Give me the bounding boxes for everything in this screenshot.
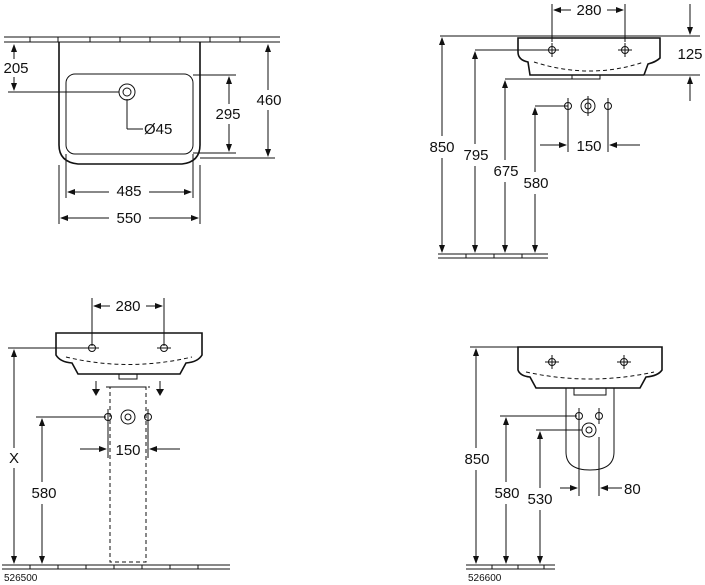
dim-280-front: 280 — [115, 298, 140, 315]
dim-150-front: 150 — [115, 442, 140, 459]
plan-view: 205 460 295 Ø45 485 550 — [0, 36, 286, 227]
dim-795: 795 — [463, 147, 488, 164]
dim-550: 550 — [116, 210, 141, 227]
floor-bottom-right — [466, 564, 555, 570]
dim-295: 295 — [215, 106, 240, 123]
dim-460: 460 — [256, 92, 281, 109]
waste-outlet-icon — [120, 409, 136, 425]
dim-580-semi: 580 — [494, 485, 519, 502]
supply-valve-icon — [564, 98, 572, 114]
dim-580-side: 580 — [523, 175, 548, 192]
arrow-down-icon — [156, 381, 164, 396]
basin-front-outline — [517, 346, 663, 389]
waste-outlet-icon — [581, 422, 597, 438]
basin-side-outline — [517, 37, 661, 76]
dim-80: 80 — [624, 481, 641, 498]
dim-580-front: 580 — [31, 485, 56, 502]
dim-205: 205 — [3, 60, 28, 77]
tap-hole-icon — [545, 355, 559, 369]
arrow-down-icon — [92, 381, 100, 396]
dim-125: 125 — [677, 46, 702, 63]
semi-pedestal-outline — [565, 388, 615, 471]
basin-bowl — [65, 73, 194, 155]
supply-valve-icon — [595, 408, 603, 424]
basin-outline — [58, 42, 201, 165]
dim-530: 530 — [527, 491, 552, 508]
waste-outlet-icon — [580, 96, 596, 116]
dim-485: 485 — [116, 183, 141, 200]
tap-hole-icon — [617, 355, 631, 369]
basin-front-outline — [55, 332, 203, 375]
supply-valve-icon — [144, 409, 152, 425]
dim-x: X — [9, 450, 19, 467]
dim-280-side: 280 — [576, 2, 601, 19]
tap-hole-icon — [618, 43, 632, 57]
pedestal-outline — [109, 386, 147, 563]
wall-top — [4, 36, 280, 43]
dim-diameter-45: Ø45 — [144, 121, 172, 138]
supply-valve-icon — [604, 98, 612, 114]
model-code: 526500 — [4, 573, 38, 584]
floor-bottom-left — [2, 564, 230, 570]
dim-850-front: 850 — [464, 451, 489, 468]
front-view-pedestal: 280 150 — [2, 296, 230, 584]
dim-150-side: 150 — [576, 138, 601, 155]
floor-top-right — [438, 253, 548, 259]
model-code: 526600 — [468, 573, 502, 584]
dim-675: 675 — [493, 163, 518, 180]
dim-850-side: 850 — [429, 139, 454, 156]
side-view: 280 125 850 795 675 580 — [426, 0, 705, 259]
front-view-semi-pedestal: 80 850 580 530 526600 — [460, 346, 663, 584]
drain-icon — [118, 83, 136, 101]
